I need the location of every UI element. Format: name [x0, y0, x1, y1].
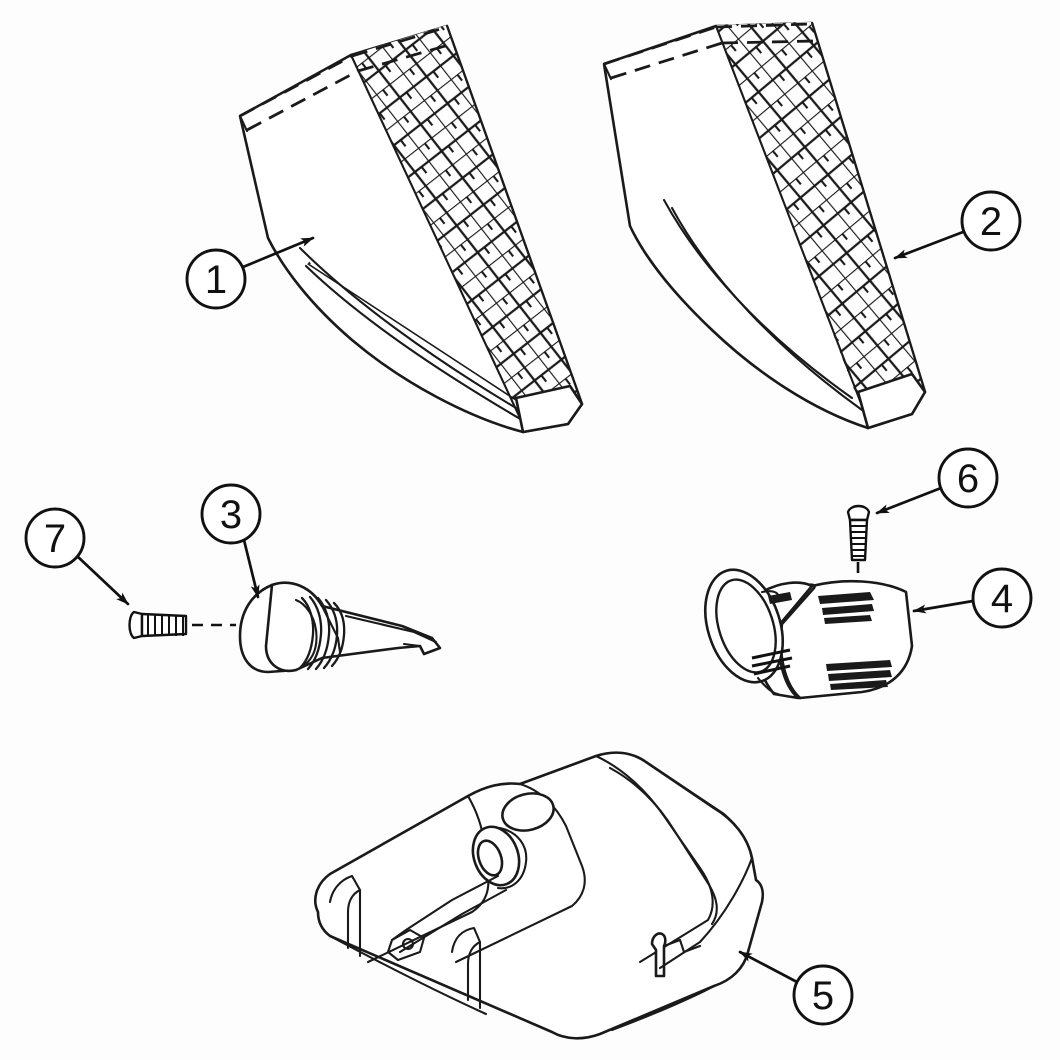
callout-3[interactable]: 3 — [200, 483, 262, 545]
callout-6-number: 6 — [957, 457, 979, 501]
part-6-screw-vertical — [846, 504, 871, 606]
part-2-top-opening-dashed-d — [721, 39, 817, 45]
part-4-elbow-adapter — [704, 568, 914, 700]
part-5-channel-end-cap — [386, 928, 426, 962]
part-1-opening-side-tick — [238, 114, 249, 133]
part-4-vent-slats-top — [818, 592, 874, 624]
callout-leaders — [75, 230, 975, 984]
part-5-base-lip-right — [610, 984, 716, 1032]
part-2-cuff-fold — [856, 390, 870, 430]
callout-4-circle[interactable] — [971, 567, 1033, 629]
part-5-channel-pin — [401, 937, 415, 951]
part-5-cowl-sweep-inner — [608, 766, 718, 926]
part-5-inlet-port-inner — [476, 839, 504, 877]
part-5-channel-bottom — [398, 888, 508, 954]
callout-3-circle[interactable] — [200, 483, 262, 545]
part-4-barrel-bottom-edge — [798, 690, 864, 700]
part-6-thread-lines — [850, 525, 867, 557]
part-2-opening-side-tick — [602, 62, 613, 81]
part-1-seam-upper — [298, 246, 518, 410]
callout-2-circle[interactable] — [960, 190, 1022, 252]
callout-1[interactable]: 1 — [185, 248, 247, 310]
callout-5[interactable]: 5 — [792, 964, 854, 1026]
callout-7[interactable]: 7 — [24, 507, 86, 569]
callout-7-number: 7 — [44, 517, 66, 561]
callout-2[interactable]: 2 — [960, 190, 1022, 252]
callout-5-number: 5 — [812, 974, 834, 1018]
callout-6[interactable]: 6 — [937, 447, 999, 509]
callout-4-leader — [912, 599, 975, 614]
part-5-housing-base — [314, 751, 765, 1040]
callout-7-leader — [75, 554, 130, 606]
part-2-seam-lower — [670, 206, 864, 412]
part-1-mesh-edge — [445, 24, 584, 406]
part-5-inlet-port-collar — [496, 826, 528, 890]
part-1-collection-bag-zippered — [238, 24, 584, 434]
part-2-mesh-edge — [810, 21, 927, 394]
part-6-screw-head — [846, 504, 871, 522]
part-7-thread-lines — [147, 615, 184, 636]
callout-6-leader — [875, 486, 943, 515]
part-4-rim-slats — [751, 648, 793, 676]
callout-1-number: 1 — [205, 258, 227, 302]
part-1-top-opening-dashed-a — [239, 54, 353, 118]
callout-3-leader — [242, 538, 260, 599]
callout-2-number: 2 — [980, 200, 1002, 244]
part-5-base-lip-left — [328, 934, 488, 1016]
part-2-fold-line — [714, 24, 864, 408]
part-1-top-opening-dashed-b — [351, 25, 448, 58]
callout-4-number: 4 — [991, 577, 1013, 621]
callout-4[interactable]: 4 — [971, 567, 1033, 629]
callout-2-leader — [893, 230, 965, 260]
part-3-grip-boundary — [294, 598, 318, 670]
part-4-collar-nub — [768, 592, 792, 604]
part-1-top-opening-dashed-d — [357, 42, 453, 73]
part-4-barrel-right-edge — [904, 590, 914, 648]
callout-1-circle[interactable] — [185, 248, 247, 310]
callout-7-circle[interactable] — [24, 507, 86, 569]
part-2-top-opening-dashed-c — [610, 41, 723, 80]
callout-3-number: 3 — [220, 493, 242, 537]
part-5-latch-slot — [662, 938, 702, 954]
callout-5-circle[interactable] — [792, 964, 854, 1026]
part-3-arm-notch — [402, 642, 422, 648]
part-2-top-opening-dashed-b — [715, 22, 813, 29]
part-4-rim-joint-bottom — [756, 676, 780, 696]
part-1-seam-lower — [304, 264, 524, 422]
callout-5-leader — [738, 950, 799, 984]
part-5-cowl-rear-edge — [644, 760, 754, 862]
part-1-top-opening-dashed-c — [246, 69, 359, 132]
callout-6-circle[interactable] — [937, 447, 999, 509]
part-3-lever-handle — [238, 581, 442, 674]
part-1-fold-line — [349, 53, 522, 420]
part-3-arm-step — [320, 604, 342, 654]
part-2-top-opening-dashed-a — [603, 25, 717, 66]
part-5-right-shoulder — [658, 856, 754, 970]
part-4-vent-slats-bottom — [826, 660, 892, 690]
part-5-dome-boss — [501, 792, 555, 832]
callout-1-leader — [241, 236, 315, 269]
part-3-arm-top-edge — [344, 614, 438, 644]
part-1-cuff-fold — [514, 396, 525, 434]
part-7-screw-horizontal — [128, 610, 236, 640]
part-7-screw-head — [128, 610, 144, 640]
